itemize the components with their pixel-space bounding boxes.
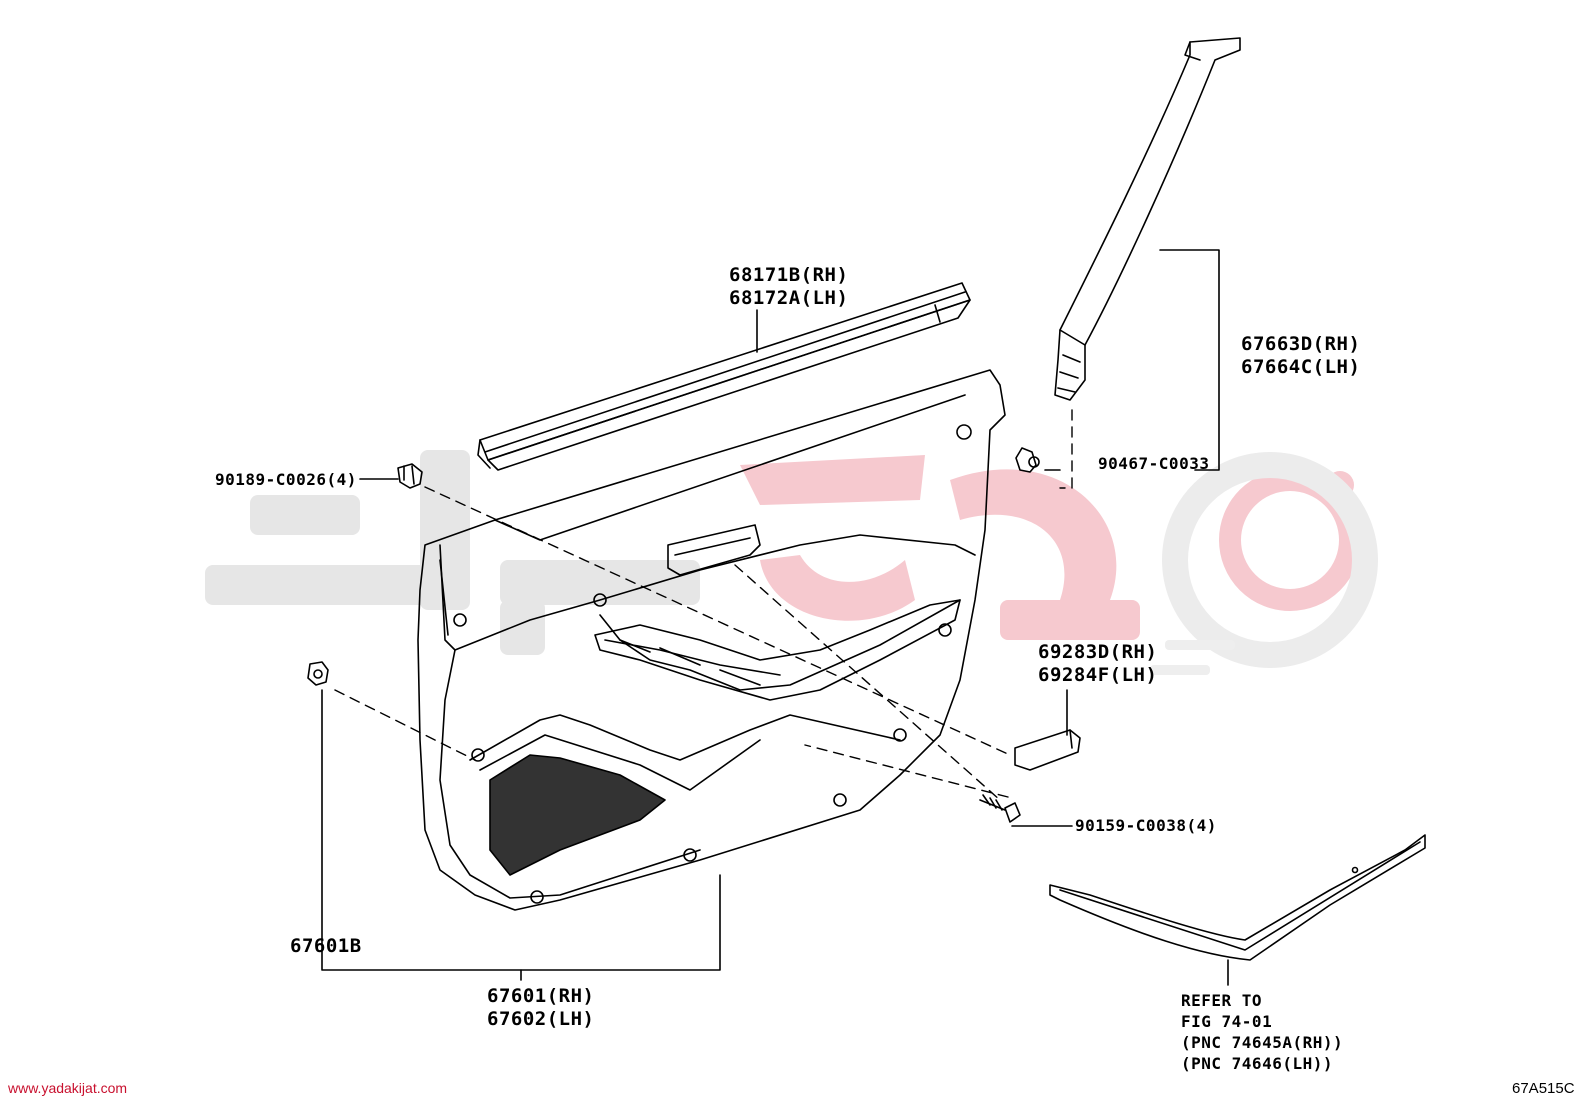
assembly-dashed-lines bbox=[334, 409, 1073, 801]
clip-67601b-part bbox=[307, 661, 329, 686]
lower-garnish-part bbox=[1049, 834, 1426, 961]
clip-90189-part bbox=[397, 463, 423, 489]
label-refer-line-3: (PNC 74645A(RH)) bbox=[1181, 1033, 1344, 1052]
label-handle-rh: 69283D(RH) bbox=[1038, 641, 1158, 663]
label-clip-90189: 90189-C0026(4) bbox=[215, 470, 357, 489]
clip-90467-part bbox=[1015, 447, 1040, 473]
label-door-trim-lh: 67602(LH) bbox=[487, 1008, 595, 1030]
label-clip-67601b: 67601B bbox=[290, 935, 362, 957]
pillar-garnish-part bbox=[1054, 37, 1241, 401]
label-door-trim-rh: 67601(RH) bbox=[487, 985, 595, 1007]
label-weatherstrip-rh: 68171B(RH) bbox=[729, 264, 849, 286]
label-refer-line-4: (PNC 74646(LH)) bbox=[1181, 1054, 1333, 1073]
leader-lines bbox=[321, 249, 1229, 986]
weatherstrip-part bbox=[477, 282, 971, 471]
label-refer-line-1: REFER TO bbox=[1181, 991, 1263, 1010]
label-clip-90467: 90467-C0033 bbox=[1098, 454, 1210, 473]
door-trim-panel bbox=[417, 369, 1006, 911]
website-link[interactable]: www.yadakijat.com bbox=[8, 1080, 128, 1096]
label-pillar-trim-lh: 67664C(LH) bbox=[1241, 356, 1361, 378]
screw-90159-part bbox=[979, 794, 1021, 823]
figure-code: 67A515C bbox=[1512, 1080, 1575, 1097]
label-refer-line-2: FIG 74-01 bbox=[1181, 1012, 1273, 1031]
label-pillar-trim-rh: 67663D(RH) bbox=[1241, 333, 1361, 355]
label-screw-90159: 90159-C0038(4) bbox=[1075, 816, 1217, 835]
label-handle-lh: 69284F(LH) bbox=[1038, 664, 1158, 686]
label-weatherstrip-lh: 68172A(LH) bbox=[729, 287, 849, 309]
pull-handle-part bbox=[1014, 729, 1081, 771]
